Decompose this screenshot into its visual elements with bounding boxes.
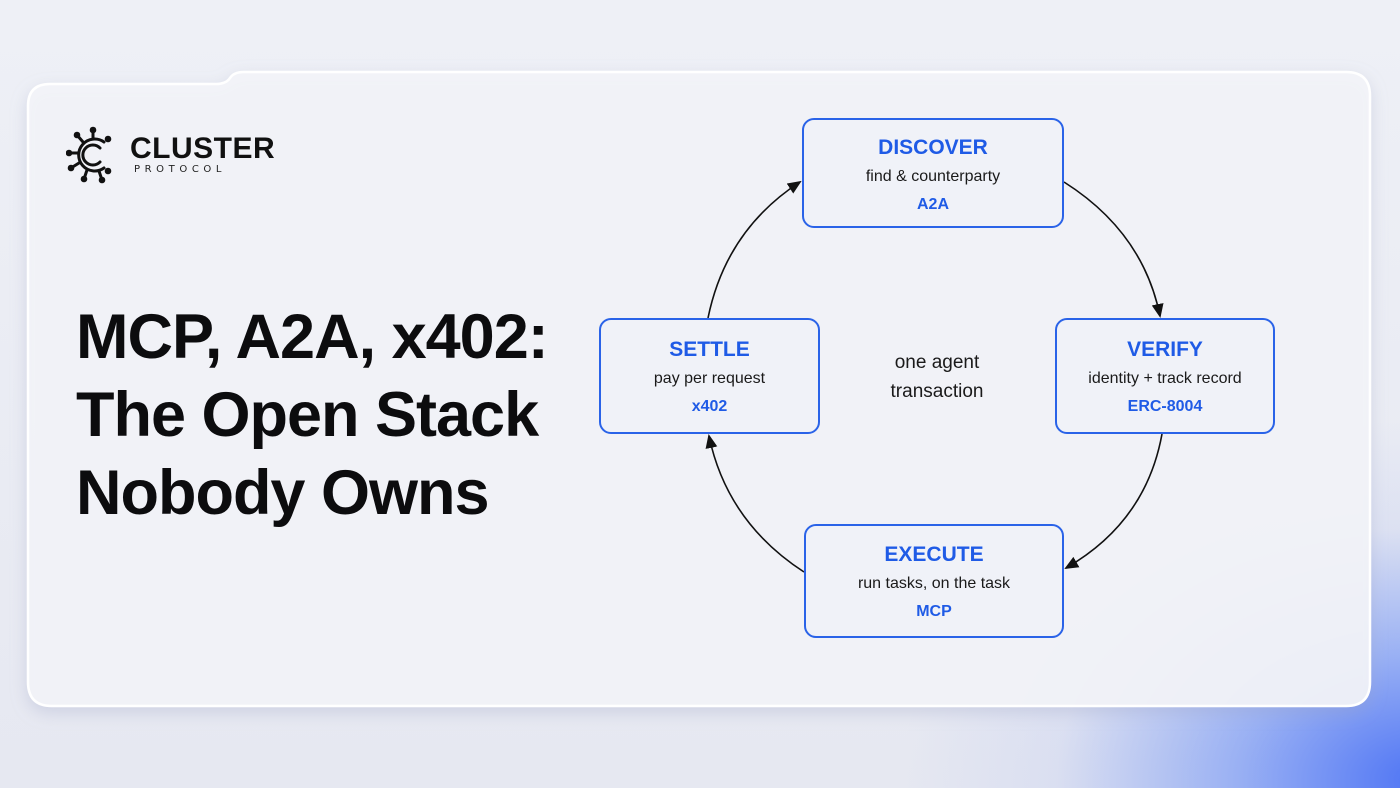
node-discover-protocol: A2A — [916, 196, 949, 213]
node-settle-title: SETTLE — [669, 338, 750, 361]
node-discover: DISCOVER find & counterparty A2A — [802, 118, 1064, 228]
node-verify-protocol: ERC-8004 — [1127, 398, 1203, 415]
node-execute-protocol: MCP — [916, 603, 952, 620]
center-line-1: one agent — [894, 352, 980, 373]
title-line-3: Nobody Owns — [76, 458, 490, 528]
page-title: MCP, A2A, x402: The Open Stack Nobody Ow… — [76, 298, 596, 532]
node-settle-protocol: x402 — [691, 398, 728, 415]
title-line-1: MCP, A2A, x402: — [76, 302, 549, 372]
node-verify-title: VERIFY — [1127, 338, 1203, 361]
brand-subtitle: PROTOCOL — [134, 164, 227, 175]
node-execute: EXECUTE run tasks, on the task MCP — [804, 524, 1064, 638]
node-execute-title: EXECUTE — [884, 543, 984, 566]
node-verify-desc: identity + track record — [1088, 370, 1242, 387]
center-line-2: transaction — [890, 381, 984, 402]
node-verify: VERIFY identity + track record ERC-8004 — [1055, 318, 1275, 434]
node-discover-desc: find & counterparty — [865, 168, 1001, 185]
cluster-logo-icon — [66, 126, 112, 184]
node-settle: SETTLE pay per request x402 — [599, 318, 820, 434]
brand-logo: CLUSTER PROTOCOL — [66, 126, 286, 186]
node-execute-desc: run tasks, on the task — [857, 575, 1011, 592]
cycle-center-label: one agent transaction — [860, 348, 1014, 406]
node-settle-desc: pay per request — [653, 370, 766, 387]
brand-name: CLUSTER — [130, 132, 276, 165]
title-line-2: The Open Stack — [76, 380, 539, 450]
node-discover-title: DISCOVER — [878, 136, 988, 159]
